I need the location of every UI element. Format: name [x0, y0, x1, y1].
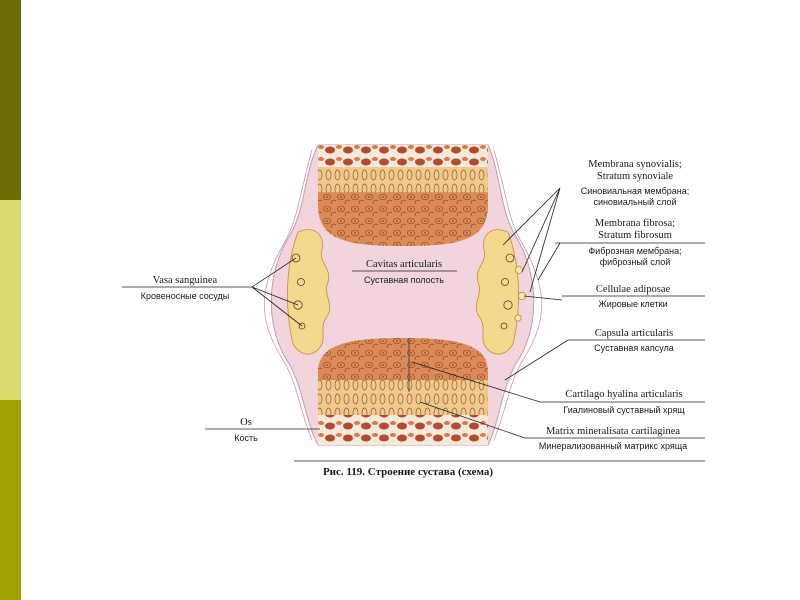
lower-bone-marrow [318, 415, 488, 445]
label-membrana-fibrosa-latin-2: Stratum fibrosum [598, 230, 672, 241]
label-matrix-mineralisata-russian: Минерализованный матрикс хряща [539, 441, 687, 451]
label-membrana-fibrosa-russian-1: Фиброзная мембрана; [588, 246, 681, 256]
label-os-latin: Os [240, 417, 252, 428]
label-capsula-articularis-latin: Capsula articularis [595, 328, 673, 339]
accent-bar-top [0, 0, 21, 200]
label-membrana-synovialis-latin-1: Membrana synovialis; [588, 159, 682, 170]
label-cellulae-adiposae-russian: Жировые клетки [598, 299, 667, 309]
label-matrix-mineralisata-latin: Matrix mineralisata cartilaginea [546, 426, 680, 437]
label-os-russian: Кость [234, 433, 258, 443]
label-capsula-articularis-russian: Суставная капсула [594, 343, 674, 353]
accent-bar-middle [0, 200, 21, 400]
label-cartilago-hyalina-latin: Cartilago hyalina articularis [565, 389, 682, 400]
vessels-left [291, 253, 306, 330]
synovial-fold-right [475, 229, 519, 355]
label-membrana-synovialis-russian-2: синовиальный слой [593, 197, 676, 207]
label-vasa-sanguinea-latin: Vasa sanguinea [153, 275, 218, 286]
label-vasa-sanguinea-russian: Кровеносные сосуды [141, 291, 229, 301]
capsule-fibrous-line-left [263, 149, 313, 441]
figure-caption: Рис. 119. Строение сустава (схема) [323, 466, 493, 478]
vessels-right [500, 253, 515, 330]
accent-bar-bottom [0, 400, 21, 600]
label-membrana-fibrosa-russian-2: фиброзный слой [600, 257, 670, 267]
label-cellulae-adiposae-latin: Cellulae adiposae [596, 284, 671, 295]
upper-bone-marrow [318, 145, 488, 167]
label-membrana-fibrosa-latin-1: Membrana fibrosa; [595, 218, 675, 229]
label-cavitas-articularis-russian: Суставная полость [364, 275, 444, 285]
label-membrana-synovialis-russian-1: Синовиальная мембрана; [581, 186, 690, 196]
label-membrana-synovialis-latin-2: Stratum synoviale [597, 171, 673, 182]
fat-cells-right [514, 266, 527, 322]
label-cavitas-articularis-latin: Cavitas articularis [366, 259, 442, 270]
label-cartilago-hyalina-russian: Гиалиновый суставный хрящ [563, 405, 685, 415]
